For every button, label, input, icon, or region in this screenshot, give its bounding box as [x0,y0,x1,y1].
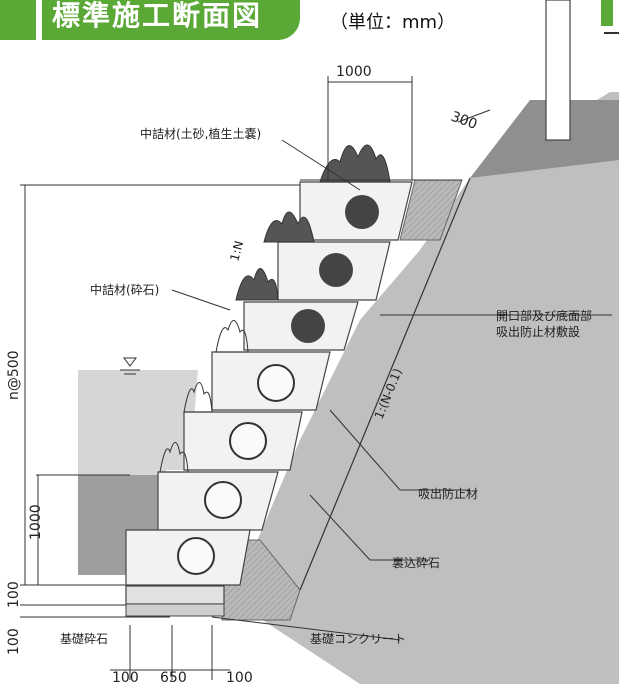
dim-top-width: 1000 [336,64,372,80]
title-badge [0,0,300,40]
base-gravel [125,603,225,617]
base-gravel-label: 基礎砕石 [60,631,108,646]
dim-height: n@500 [6,350,22,400]
embankment-slope [470,100,619,178]
opening-gravel-4 [177,537,215,575]
title-accent-bar [36,0,42,40]
dim-bottom-mid: 650 [160,670,187,684]
backfill-area [232,92,619,684]
opening-dark-3 [291,309,325,343]
backfill-label: 裏込砕石 [392,555,440,570]
vegetation [159,144,391,473]
water-level-mark [120,357,140,375]
fill-gravel-label: 中詰材(砕石) [90,282,159,297]
opening-gravel-1 [257,364,295,402]
back-face-line [299,177,471,591]
dim-top-offset: 300 [449,109,480,133]
corner-accent [601,0,613,26]
base-concrete [125,585,225,605]
dim-bottom-left: 100 [112,670,139,684]
opening-dark-2 [319,253,353,287]
suction-prevention-label: 吸出防止材 [418,486,478,501]
opening-gravel-3 [204,481,242,519]
dimension-lines [20,76,612,680]
dim-100-b: 100 [6,628,22,655]
opening-label-1: 開口部及び底面部 [496,308,592,323]
dim-100-a: 100 [6,581,22,608]
front-slope-label: 1:N [227,239,246,263]
opening-dark-1 [345,195,379,229]
fill-soil-label: 中詰材(土砂,植生土嚢) [140,126,261,141]
opening-gravel-2 [229,422,267,460]
dim-bottom-right: 100 [226,670,253,684]
opening-label-2: 吸出防止材敷設 [496,324,580,339]
base-concrete-label: 基礎コンクリート [310,632,406,646]
unit-label: （単位：mm） [330,12,456,33]
corner-line [604,32,619,34]
dim-block-height: 1000 [28,504,44,540]
fence-post [545,0,571,141]
page-title: 標準施工断面図 [52,0,263,32]
